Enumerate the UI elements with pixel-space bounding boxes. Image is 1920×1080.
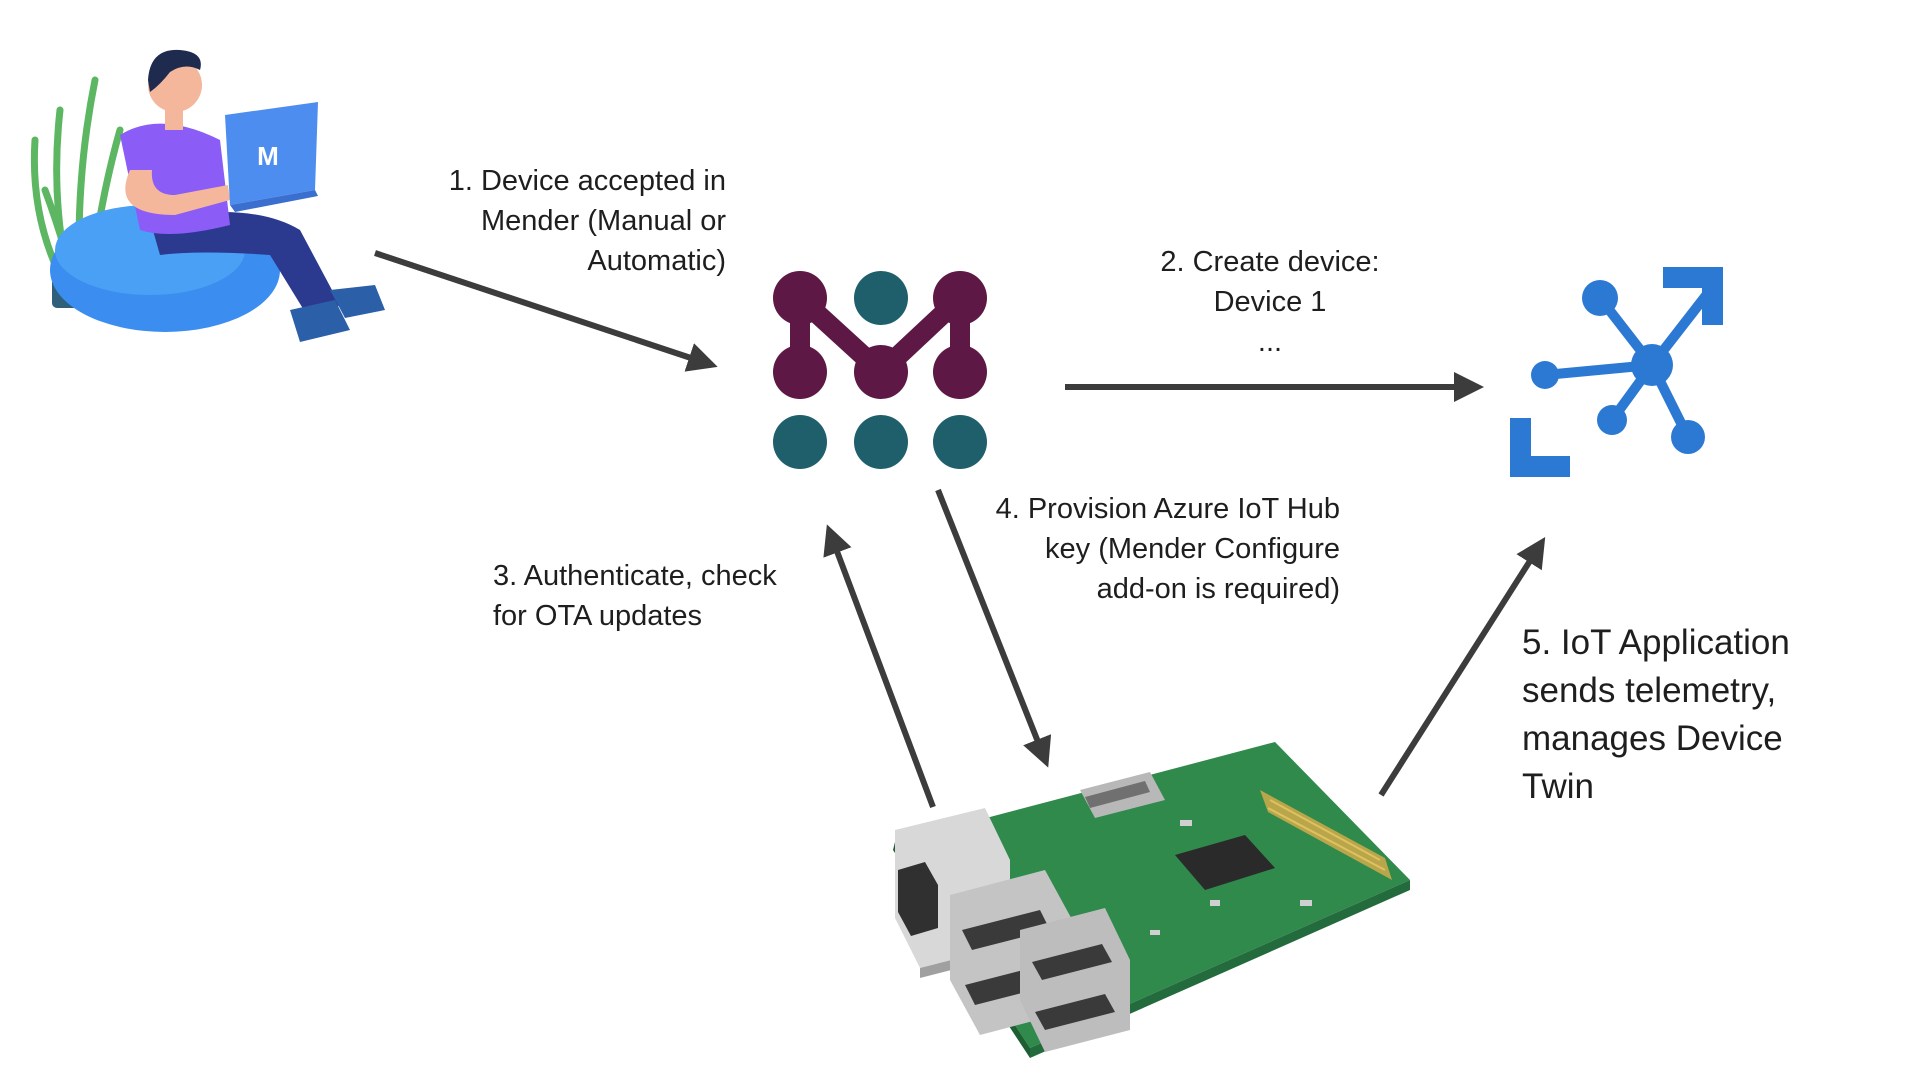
step3-label: 3. Authenticate, check for OTA updates [493, 560, 777, 632]
step1-label: 1. Device accepted in Mender (Manual or … [448, 165, 726, 277]
arrows [374, 250, 1546, 809]
step4-label: 4. Provision Azure IoT Hub key (Mender C… [995, 493, 1340, 605]
arrow-step4 [935, 488, 1052, 768]
person-with-laptop-icon: M [30, 49, 385, 342]
mender-logo-icon [773, 271, 987, 469]
arrow-step1 [374, 250, 718, 372]
step5-label: 5. IoT Application sends telemetry, mana… [1522, 623, 1790, 806]
raspberry-pi-board-icon [893, 742, 1410, 1058]
step2-label: 2. Create device: Device 1 ... [1160, 246, 1380, 358]
arrow-step3 [823, 524, 936, 809]
azure-iot-hub-icon [1510, 267, 1723, 477]
laptop-logo: M [257, 141, 279, 171]
arrow-step5 [1378, 536, 1546, 797]
